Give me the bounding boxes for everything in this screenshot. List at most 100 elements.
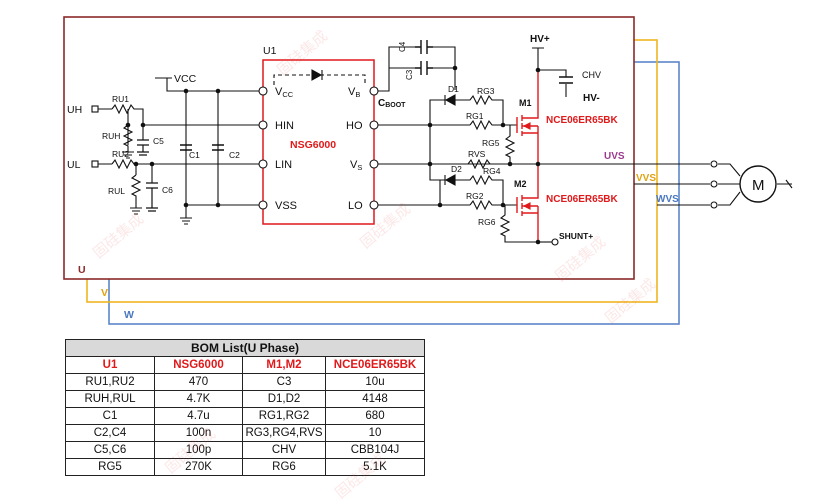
c4-label: C4 [398,41,407,52]
vvs-label: VVS [636,173,656,184]
hv-minus-label: HV- [583,93,600,104]
u1-ref: U1 [263,45,277,57]
motor-circle [739,165,777,203]
c6-cap [146,182,158,212]
rg4-resistor [455,174,517,206]
terminal-vvs [710,180,718,188]
bom-cell: 270K [154,458,243,476]
bom-header-cell: U1 [65,356,155,374]
pin-ho-label: HO [346,120,363,132]
m2-label: M2 [514,179,527,189]
terminal-shunt [551,238,559,246]
bom-cell: RUH,RUL [65,390,155,408]
vss-rail-wire [180,204,259,225]
pin-vcc-label: VCC [275,86,294,99]
rg5-label: RG5 [482,138,500,148]
bom-cell: 4.7K [154,390,243,408]
ruh-label: RUH [102,131,120,141]
hv-bus-wire [532,47,567,97]
frame-u-label: U [78,264,86,276]
bom-header-cell: M1,M2 [242,356,326,374]
m1-label: M1 [519,98,532,108]
vcc-rail-label: VCC [174,73,197,85]
lo-wire [378,180,470,206]
bom-header-row: U1 NSG6000 M1,M2 NCE06ER65BK [65,356,425,374]
c1-label: C1 [189,150,200,160]
bom-cell: CHV [242,441,326,459]
c5-label: C5 [153,136,164,146]
d1-label: D1 [448,84,459,94]
bom-cell: RG3,RG4,RVS [242,424,326,442]
uvs-label: UVS [604,151,625,162]
c1-cap [180,144,192,151]
bom-cell: D1,D2 [242,390,326,408]
c2-cap [212,144,224,151]
terminal-wvs [710,201,718,209]
pin-lo [369,200,379,210]
pin-hin-label: HIN [275,120,294,132]
bom-cell: 4.7u [154,407,243,425]
ru1-label: RU1 [112,94,129,104]
bom-header-cell: NCE06ER65BK [325,356,425,374]
uh-label: UH [67,104,82,116]
bom-cell: 100p [154,441,243,459]
ru2-label: RU2 [112,149,129,159]
rvs-resistor [467,158,491,170]
m1-arrow [522,122,531,130]
bom-cell: 10u [325,373,425,391]
pin-vcc [258,86,268,96]
u1-part: NSG6000 [290,139,336,151]
rul-resistor [130,174,142,215]
hv-plus-label: HV+ [530,34,550,45]
motor-leads [718,163,793,206]
internal-bootstrap-path [273,74,366,85]
ic-u1-body [262,59,375,225]
pin-ho [369,120,379,130]
terminal-uvs [710,160,718,168]
wvs-label: WVS [656,194,679,205]
m2-part-label: NCE06ER65BK [546,194,618,205]
c3-label: C3 [405,69,414,80]
c4-cap [415,40,433,54]
pin-vs-label: VS [350,159,362,172]
bom-cell: 10 [325,424,425,442]
frame-w-label: W [124,309,134,321]
c6-label: C6 [162,185,173,195]
motor-label: M [752,177,765,194]
pin-vs [369,159,379,169]
bom-cell: RG6 [242,458,326,476]
pin-lin [258,159,268,169]
d2-label: D2 [451,164,462,174]
rg3-label: RG3 [477,86,495,96]
pin-vb [369,86,379,96]
rg6-label: RG6 [478,217,496,227]
bom-cell: C5,C6 [65,441,155,459]
bom-cell: C1 [65,407,155,425]
m2-arrow [522,202,531,210]
cboot-label: CBOOT [378,98,406,109]
bom-cell: 100n [154,424,243,442]
pin-lo-label: LO [348,200,363,212]
bom-title: BOM List(U Phase) [65,339,425,357]
pin-vss [258,200,268,210]
pin-vb-label: VB [348,86,360,99]
c5-cap [137,139,149,156]
uh-wire [98,103,259,145]
c2-label: C2 [229,150,240,160]
bom-table: BOM List(U Phase) U1 NSG6000 M1,M2 NCE06… [65,339,425,476]
frame-u [63,16,635,280]
bom-cell: CBB104J [325,441,425,459]
chv-label: CHV [582,70,601,80]
rul-label: RUL [108,186,125,196]
schematic-diagram: U V W [63,16,793,325]
m1-part-label: NCE06ER65BK [546,115,618,126]
c3-cap [415,61,433,75]
rg2-label: RG2 [466,191,484,201]
rg6-resistor [499,205,538,243]
bom-cell: RU1,RU2 [65,373,155,391]
